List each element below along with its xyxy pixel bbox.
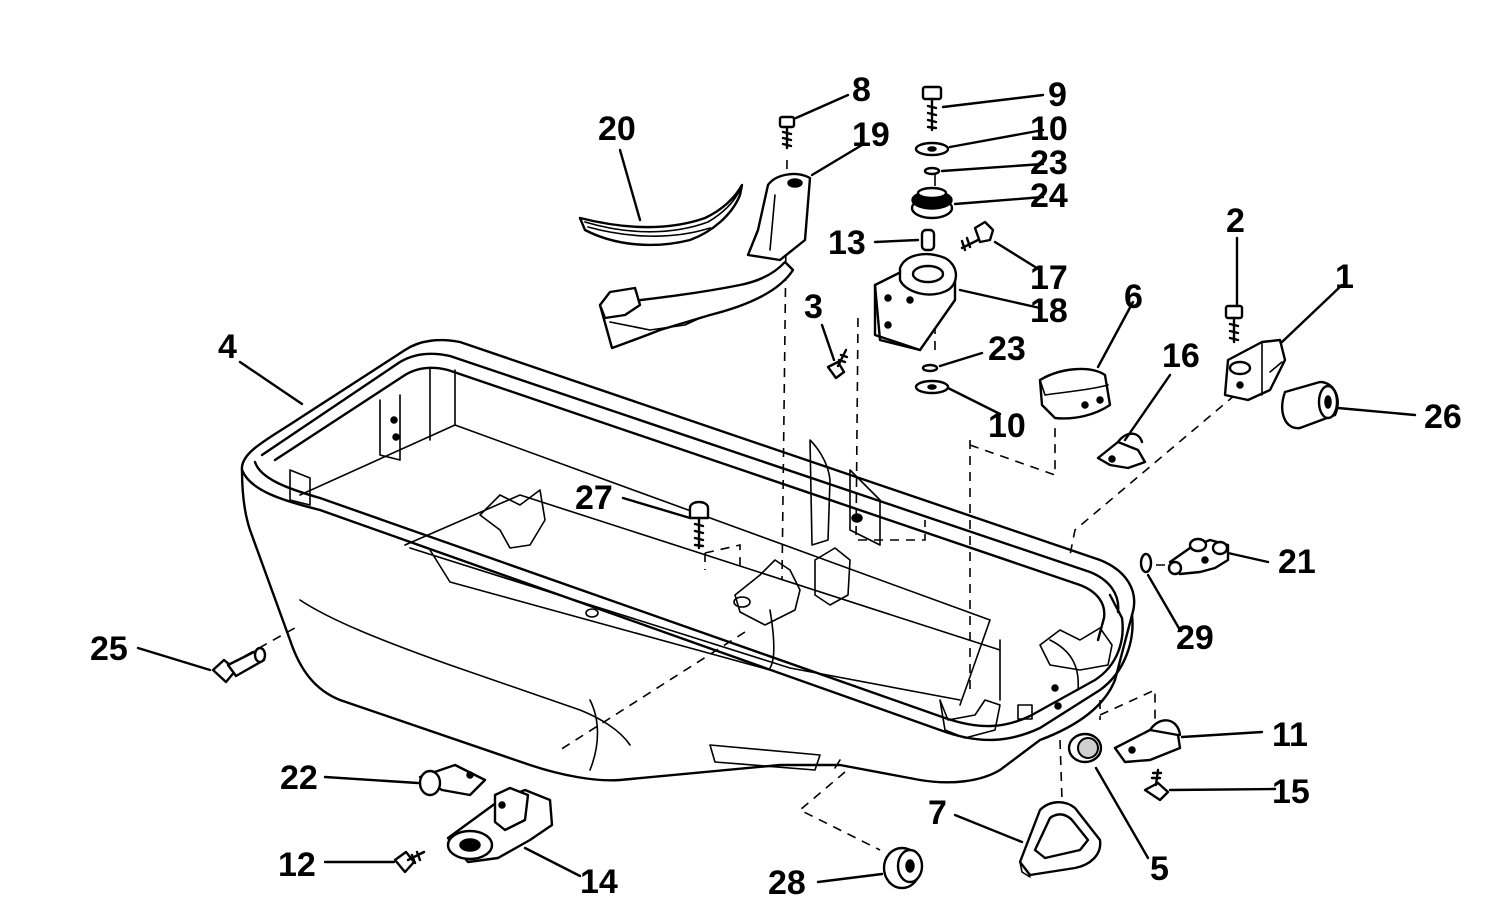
part-8-screw xyxy=(778,115,796,150)
leader-lines xyxy=(136,93,1417,884)
part-20-seal xyxy=(578,183,744,247)
label-28: 28 xyxy=(768,864,806,902)
label-23-top: 23 xyxy=(1030,144,1068,182)
part-22-sleeve xyxy=(418,763,487,797)
label-8: 8 xyxy=(852,71,871,109)
part-7-grommet xyxy=(1018,801,1102,878)
label-14: 14 xyxy=(580,863,618,901)
part-12-screw xyxy=(393,850,426,874)
lower-motor-cover xyxy=(240,338,1136,784)
label-22: 22 xyxy=(280,759,318,797)
part-6-cover xyxy=(1038,367,1112,420)
label-2: 2 xyxy=(1226,202,1245,240)
callout-labels: 1 2 3 4 5 6 7 8 9 10 10 11 12 13 14 15 1… xyxy=(90,71,1462,902)
label-3: 3 xyxy=(804,288,823,326)
part-11-clip xyxy=(1113,719,1182,764)
part-17-screw xyxy=(960,220,995,252)
part-25-screw xyxy=(211,646,267,684)
label-10-bottom: 10 xyxy=(988,407,1026,445)
part-3-screw xyxy=(826,348,849,380)
label-25: 25 xyxy=(90,630,128,668)
part-1-latch xyxy=(1223,338,1287,402)
label-5: 5 xyxy=(1150,850,1169,888)
label-13: 13 xyxy=(828,224,866,262)
label-29: 29 xyxy=(1176,619,1214,657)
label-19: 19 xyxy=(852,116,890,154)
part-18-bracket xyxy=(873,253,958,352)
label-6: 6 xyxy=(1124,278,1143,316)
part-2-screw xyxy=(1224,304,1244,344)
label-21: 21 xyxy=(1278,543,1316,581)
part-16-clip xyxy=(1096,432,1147,470)
part-24-grommet xyxy=(910,186,954,220)
label-12: 12 xyxy=(278,846,316,884)
part-5-plug xyxy=(1067,732,1103,764)
part-27-screw xyxy=(688,500,710,550)
label-16: 16 xyxy=(1162,337,1200,375)
label-27: 27 xyxy=(575,479,613,517)
part-9-bolt xyxy=(921,85,943,132)
label-17: 17 xyxy=(1030,259,1068,297)
part-15-screw xyxy=(1143,768,1170,802)
label-1: 1 xyxy=(1335,258,1354,296)
label-18: 18 xyxy=(1030,292,1068,330)
part-19-bracket xyxy=(598,172,812,350)
part-21-fitting xyxy=(1167,537,1230,576)
label-15: 15 xyxy=(1272,773,1310,811)
part-23-washer-lower xyxy=(921,363,939,373)
part-13-pin xyxy=(920,228,936,252)
label-24: 24 xyxy=(1030,177,1068,215)
label-11: 11 xyxy=(1272,716,1308,754)
label-7: 7 xyxy=(928,794,947,832)
label-20: 20 xyxy=(598,110,636,148)
part-26-knob xyxy=(1281,380,1339,430)
label-23-bottom: 23 xyxy=(988,330,1026,368)
part-28-grommet xyxy=(882,846,924,890)
label-9: 9 xyxy=(1048,76,1067,114)
label-10-top: 10 xyxy=(1030,110,1068,148)
part-29-o-ring xyxy=(1139,552,1153,574)
part-14-bracket xyxy=(446,786,554,864)
part-23-washer-top xyxy=(923,166,941,176)
label-26: 26 xyxy=(1424,398,1462,436)
label-4: 4 xyxy=(218,328,237,366)
